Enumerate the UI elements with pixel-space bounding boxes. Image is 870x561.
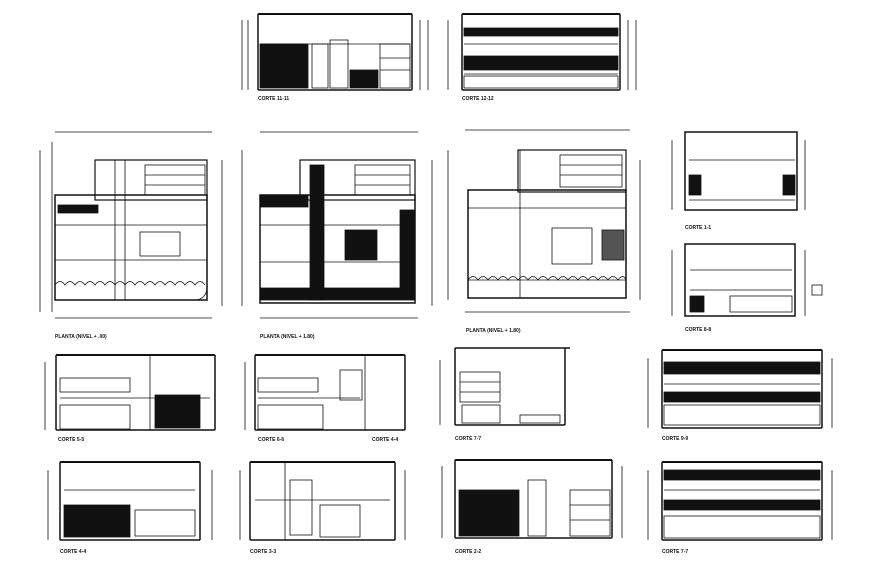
label-corte-9: CORTE 4-4 xyxy=(60,549,86,555)
label-corte-13: CORTE 2-2 xyxy=(455,549,481,555)
floor-plan-3: PLANTA (NIVEL + 1.80) xyxy=(447,129,641,334)
section-corte-2-right: CORTE 8-8 xyxy=(671,243,823,333)
section-corte-9: CORTE 4-4 xyxy=(47,461,213,555)
label-corte-7: CORTE 7-7 xyxy=(455,436,481,442)
floor-plan-2: PLANTA (NIVEL + 1.80) xyxy=(241,131,433,340)
label-planta-3: PLANTA (NIVEL + 1.80) xyxy=(466,328,521,334)
label-corte-4: CORTE 4-4 xyxy=(372,437,398,443)
section-corte-3-left: CORTE 5-5 xyxy=(44,354,216,443)
label-corte-12: CORTE 12-12 xyxy=(462,96,494,102)
section-corte-10: CORTE 3-3 xyxy=(239,461,406,555)
section-corte-7: CORTE 7-7 xyxy=(439,347,570,442)
label-corte-8: CORTE 9-9 xyxy=(662,436,688,442)
section-corte-13: CORTE 2-2 xyxy=(441,459,623,555)
section-corte-11: CORTE 11-11 xyxy=(241,13,429,102)
section-corte-3-middle: CORTE 6-6 CORTE 4-4 xyxy=(244,354,406,443)
floor-plan-1: PLANTA (NIVEL + .00) xyxy=(39,131,223,340)
label-corte-3b: CORTE 6-6 xyxy=(258,437,284,443)
label-corte-3a: CORTE 5-5 xyxy=(58,437,84,443)
label-planta-1: PLANTA (NIVEL + .00) xyxy=(55,334,107,340)
label-planta-2: PLANTA (NIVEL + 1.80) xyxy=(260,334,315,340)
label-corte-14: CORTE 7-7 xyxy=(662,549,688,555)
section-corte-1: CORTE 1-1 xyxy=(671,131,806,231)
section-corte-14: CORTE 7-7 xyxy=(647,461,833,555)
section-corte-8: CORTE 9-9 xyxy=(647,349,833,442)
label-corte-11: CORTE 11-11 xyxy=(258,96,289,102)
label-corte-1: CORTE 1-1 xyxy=(685,225,711,231)
label-corte-10: CORTE 3-3 xyxy=(250,549,276,555)
label-corte-2-right: CORTE 8-8 xyxy=(685,327,711,333)
section-corte-12: CORTE 12-12 xyxy=(447,13,637,102)
